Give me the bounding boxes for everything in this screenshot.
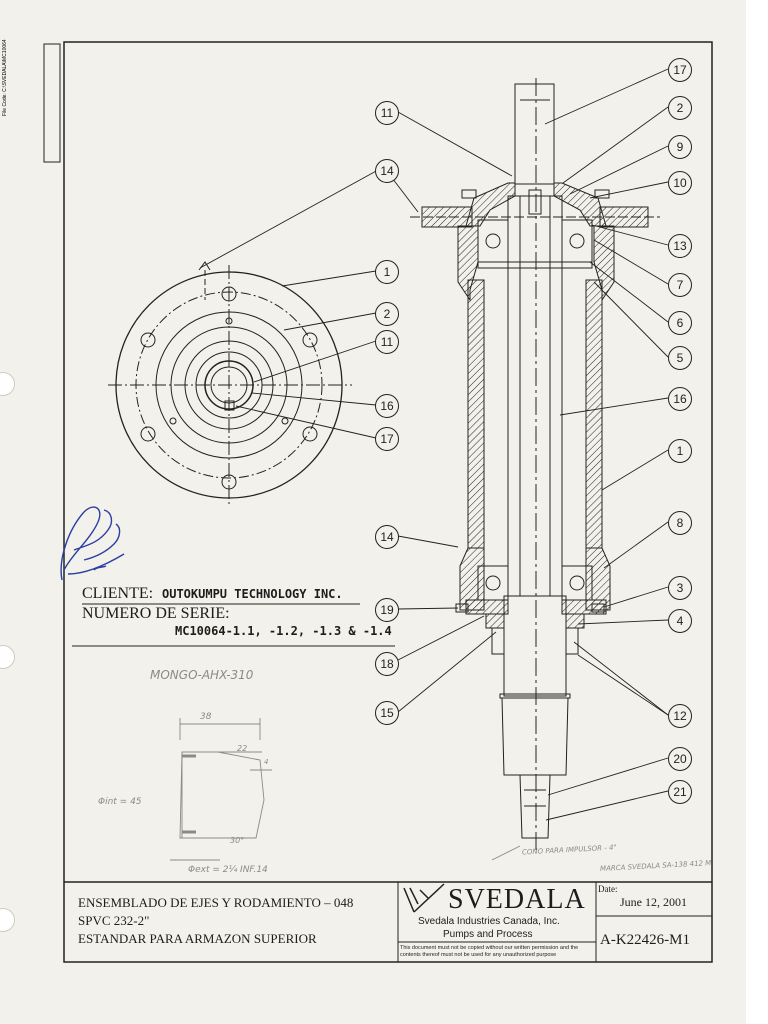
serial-value: MC10064-1.1, -1.2, -1.3 & -1.4 — [175, 624, 392, 638]
section-view — [410, 78, 660, 850]
client-value: OUTOKUMPU TECHNOLOGY INC. — [162, 587, 343, 601]
handwritten-inner-diameter: Φint = 45 — [98, 797, 142, 807]
callout-2-end-view: 2 — [375, 302, 399, 326]
client-label: CLIENTE: — [82, 585, 154, 602]
callout-7: 7 — [668, 273, 692, 297]
callout-16-end-view: 16 — [375, 394, 399, 418]
callout-1-end-view: 1 — [375, 260, 399, 284]
callout-17-end-view: 17 — [375, 427, 399, 451]
callout-4: 4 — [668, 609, 692, 633]
callout-1: 1 — [668, 439, 692, 463]
company-division: Pumps and Process — [443, 929, 533, 940]
title-block — [64, 881, 712, 962]
callout-15: 15 — [375, 701, 399, 725]
callout-18: 18 — [375, 652, 399, 676]
callout-13: 13 — [668, 234, 692, 258]
callout-21: 21 — [668, 780, 692, 804]
handwritten-angle: 30° — [230, 836, 245, 845]
signature-mark — [60, 506, 125, 581]
svedala-logo-mark — [403, 883, 445, 913]
end-view — [108, 261, 352, 505]
callout-6: 6 — [668, 311, 692, 335]
company-name: Svedala Industries Canada, Inc. — [418, 916, 560, 927]
file-code-box — [43, 43, 61, 163]
callout-16: 16 — [668, 387, 692, 411]
handwritten-dimension: 22 — [237, 744, 248, 753]
callout-14-lower: 14 — [375, 525, 399, 549]
callout-11-end-view: 11 — [375, 330, 399, 354]
copyright-disclaimer: This document must not be copied without… — [400, 945, 579, 958]
drawing-border — [63, 41, 713, 963]
drawing-sheet — [0, 0, 746, 1024]
scan-edge — [746, 0, 768, 1024]
callout-10: 10 — [668, 171, 692, 195]
callout-9: 9 — [668, 135, 692, 159]
callout-20: 20 — [668, 747, 692, 771]
callout-2: 2 — [668, 96, 692, 120]
title-line-2: SPVC 232-2" — [78, 913, 150, 928]
callout-8: 8 — [668, 511, 692, 535]
callout-14: 14 — [375, 159, 399, 183]
handwritten-sketch — [170, 718, 521, 861]
callout-11: 11 — [375, 101, 399, 125]
date-label: Date: — [598, 884, 618, 894]
handwritten-model-note: MONGO-AHX-310 — [150, 668, 254, 682]
handwritten-outer-diameter: Φext = 2¼ INF.14 — [188, 865, 268, 875]
callout-12: 12 — [668, 704, 692, 728]
leader-lines — [199, 68, 669, 821]
handwritten-dimension: 38 — [200, 712, 212, 722]
callout-19: 19 — [375, 598, 399, 622]
title-line-1: ENSEMBLADO DE EJES Y RODAMIENTO – 048 — [78, 895, 354, 910]
file-code-text: File Code: C:\SVEDALA\MC10064 — [2, 39, 8, 116]
handwritten-dimension: 4 — [264, 758, 269, 766]
title-line-3: ESTANDAR PARA ARMAZON SUPERIOR — [78, 931, 317, 946]
callout-5: 5 — [668, 346, 692, 370]
callout-17: 17 — [668, 58, 692, 82]
callout-3: 3 — [668, 576, 692, 600]
date-value: June 12, 2001 — [620, 895, 687, 909]
brand-name: SVEDALA — [448, 884, 586, 915]
drawing-number: A-K22426-M1 — [600, 932, 690, 948]
serial-label: NUMERO DE SERIE: — [82, 605, 230, 622]
